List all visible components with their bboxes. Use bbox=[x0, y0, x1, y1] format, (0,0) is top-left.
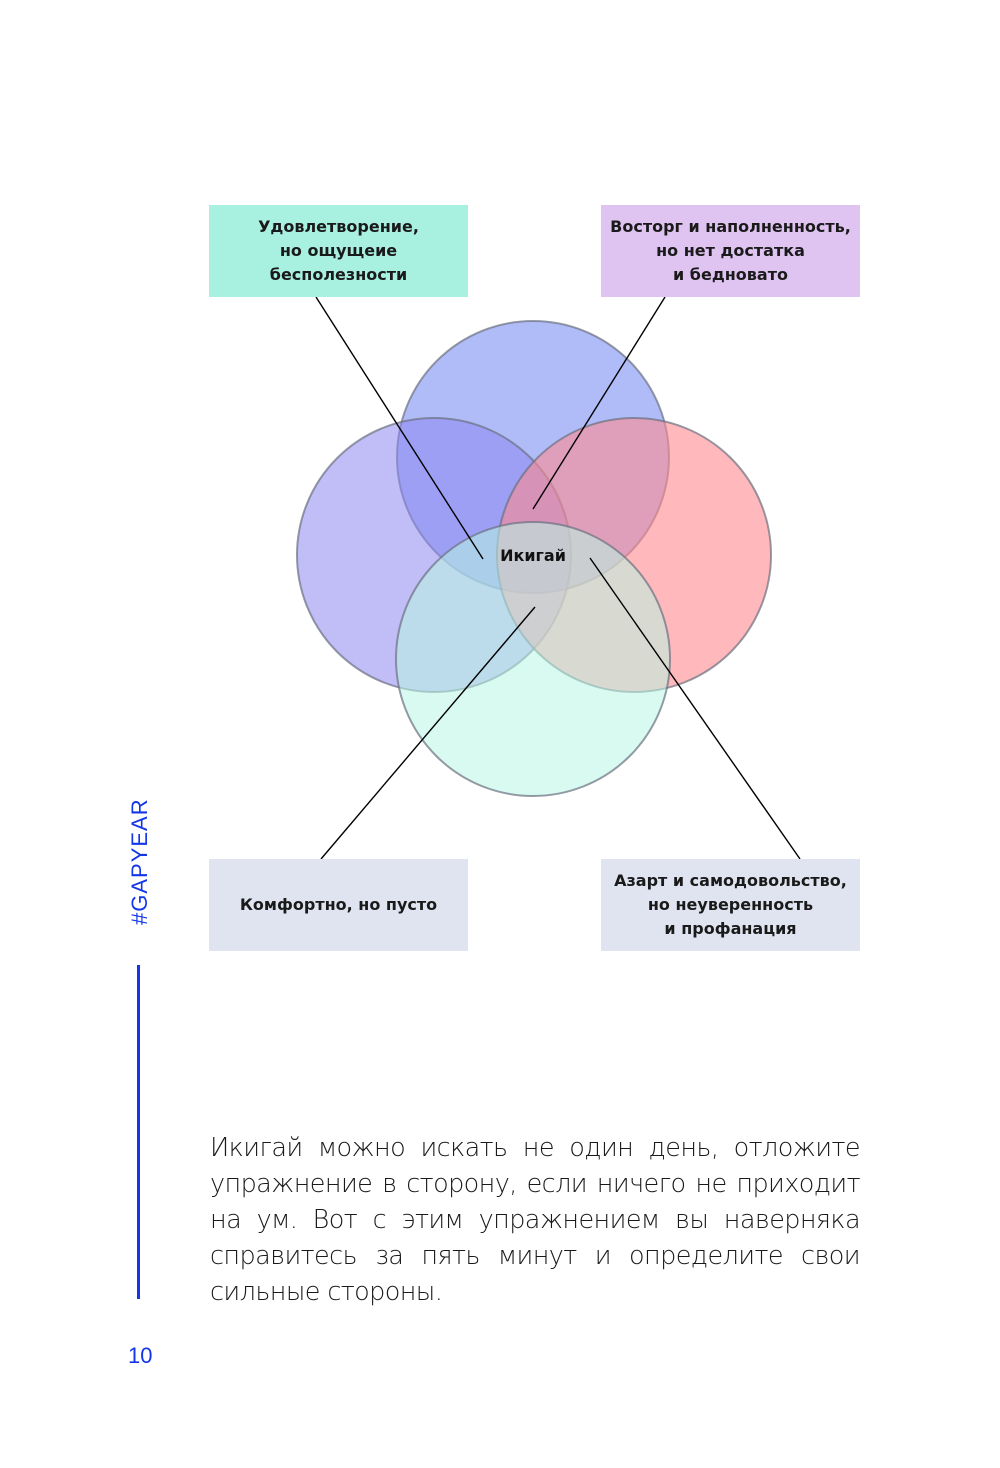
callout-comfortable-empty: Комфортно, но пусто bbox=[209, 859, 468, 951]
ikigai-venn-diagram bbox=[296, 296, 801, 860]
connector-top-left bbox=[315, 296, 484, 560]
connector-top-right bbox=[532, 296, 666, 510]
callout-text: Восторг и наполненность, но нет достатка… bbox=[610, 217, 851, 284]
sidebar-rule bbox=[137, 965, 140, 1299]
callout-satisfaction-uselessness: Удовлетворение, но ощущеие бесполезности bbox=[209, 205, 468, 297]
callout-excitement-uncertainty: Азарт и самодовольство, но неуверенность… bbox=[601, 859, 860, 951]
callout-text: Азарт и самодовольство, но неуверенность… bbox=[614, 871, 847, 938]
gapyear-tag: #GAPYEAR bbox=[127, 798, 152, 925]
page-number: 10 bbox=[128, 1343, 153, 1368]
connector-bottom-left bbox=[320, 606, 536, 860]
callout-text: Комфортно, но пусто bbox=[239, 895, 438, 914]
callout-text: Удовлетворение, но ощущеие бесполезности bbox=[258, 217, 419, 284]
body-paragraph: Икигай можно искать не один день, отложи… bbox=[210, 1133, 861, 1307]
connector-bottom-right bbox=[589, 557, 801, 860]
circle-bottom bbox=[395, 521, 671, 797]
callout-delight-no-wealth: Восторг и наполненность, но нет достатка… bbox=[601, 205, 860, 297]
ikigai-center-label: Икигай bbox=[500, 546, 566, 565]
